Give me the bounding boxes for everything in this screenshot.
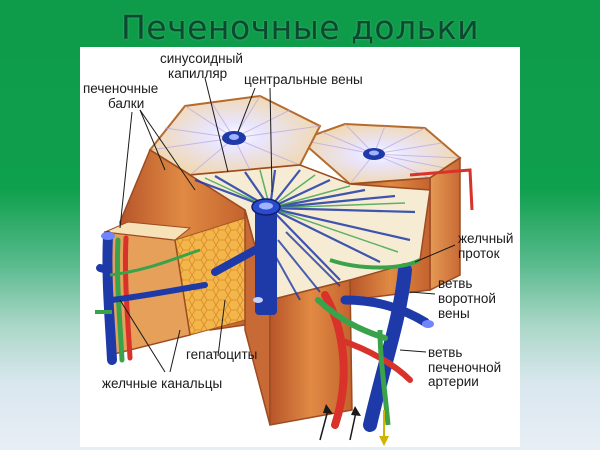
- label-beams-2: балки: [108, 96, 144, 111]
- label-portal: ветвь: [438, 276, 472, 291]
- label-central-veins: центральные вены: [244, 72, 363, 87]
- central-vein-front: [211, 198, 281, 315]
- label-hepatocytes: гепатоциты: [186, 347, 257, 362]
- label-canaliculi: желчные канальцы: [102, 376, 222, 391]
- label-portal-3: вены: [438, 306, 470, 321]
- label-artery-2: печеночной: [428, 360, 501, 375]
- label-beams: печеночные: [83, 81, 158, 96]
- label-bile-duct-2: проток: [458, 246, 500, 261]
- leader-lines: [119, 77, 456, 373]
- lobule-back: [148, 94, 322, 177]
- label-artery: ветвь: [428, 345, 462, 360]
- label-artery-3: артерии: [428, 374, 479, 389]
- flow-arrows: [319, 404, 389, 446]
- label-bile-duct: желчный: [458, 231, 513, 246]
- label-sinusoid-2: капилляр: [168, 66, 227, 81]
- slide-title: Печеночные дольки: [120, 8, 480, 47]
- right-portal-triad: [315, 168, 474, 432]
- label-portal-2: воротной: [438, 291, 496, 306]
- label-sinusoid: синусоидный: [160, 51, 243, 66]
- left-portal-triad: [95, 231, 208, 365]
